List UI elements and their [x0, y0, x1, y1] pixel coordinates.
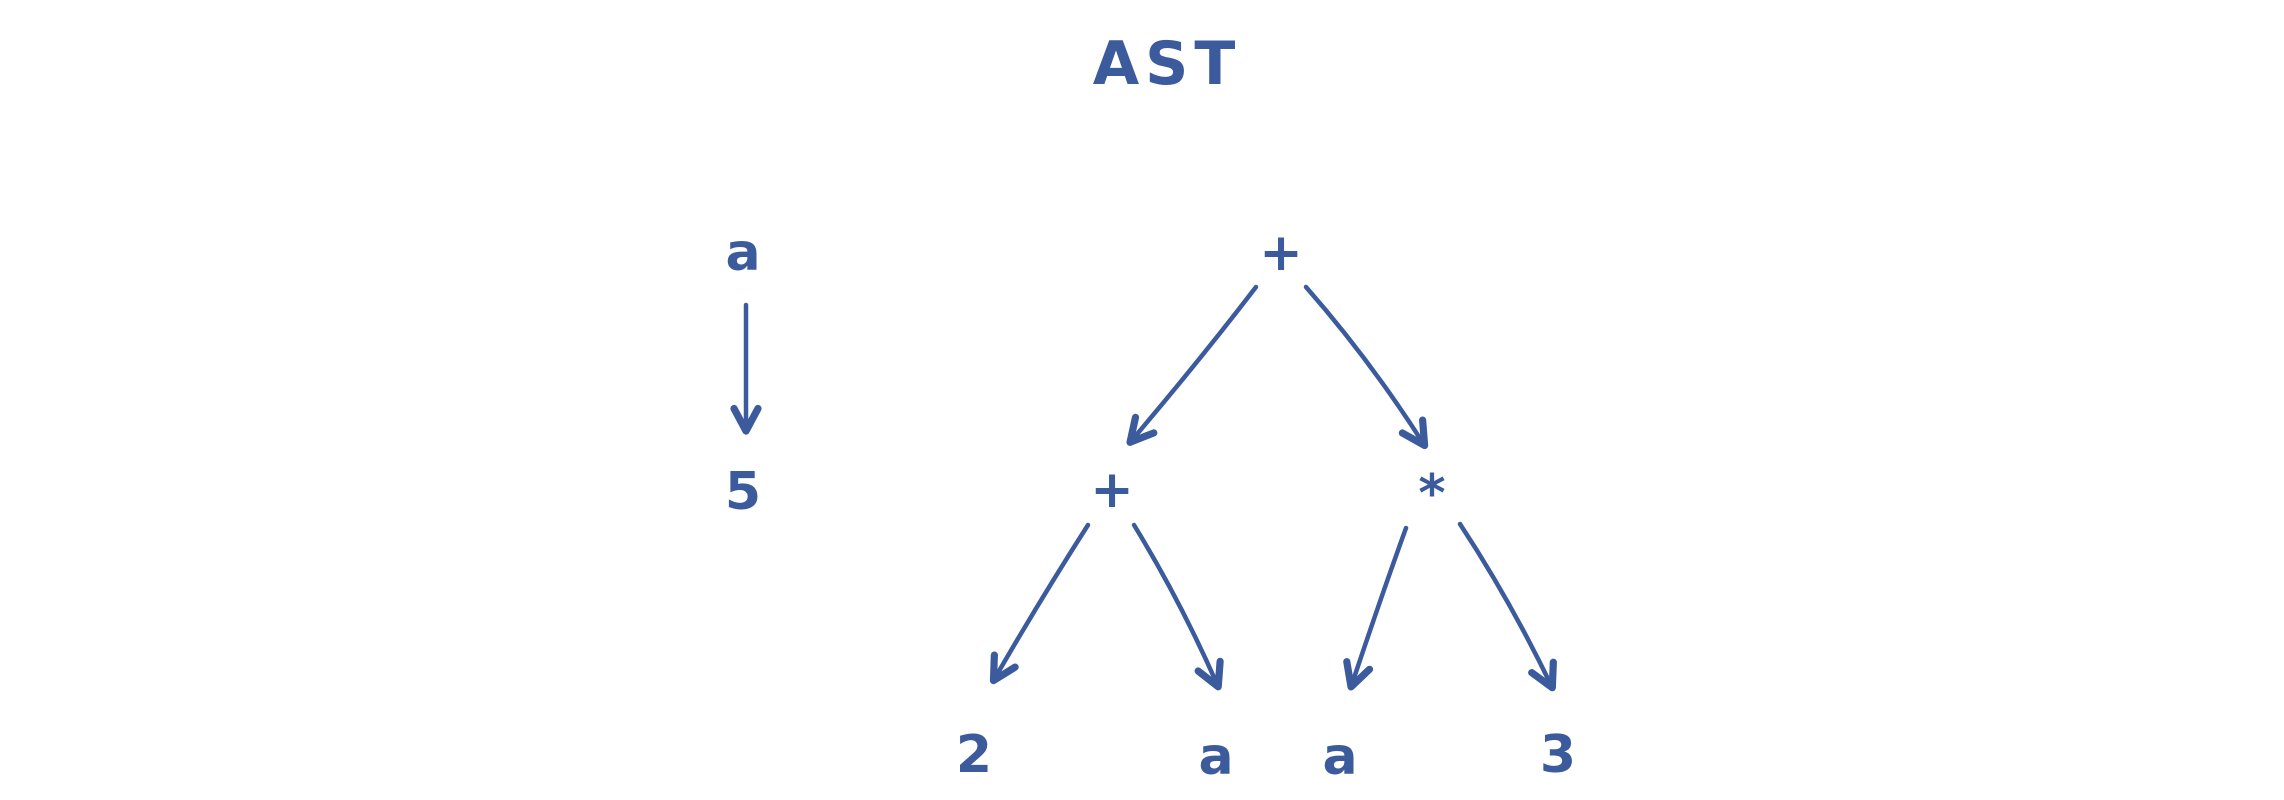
ast-leaf-3: 3: [1539, 725, 1577, 785]
edge-star-to-3: [1457, 521, 1557, 692]
ast-leaf-a-right: a: [1322, 727, 1358, 787]
edge-root-to-left-plus: [1126, 284, 1259, 446]
ast-leaf-2: 2: [955, 725, 993, 785]
edge-root-to-right-star: [1303, 284, 1429, 450]
ast-node-root-plus: +: [1259, 223, 1303, 283]
binding-value: 5: [724, 462, 762, 522]
ast-node-right-star: *: [1418, 464, 1446, 524]
binding-variable: a: [725, 223, 761, 283]
edge-left-plus-to-a: [1131, 522, 1224, 691]
edge-star-to-a: [1343, 525, 1409, 691]
ast-node-left-plus: +: [1090, 460, 1134, 520]
ast-leaf-a-left: a: [1198, 727, 1234, 787]
diagram-title: AST: [1092, 29, 1242, 99]
edge-left-plus-to-2: [989, 522, 1091, 685]
